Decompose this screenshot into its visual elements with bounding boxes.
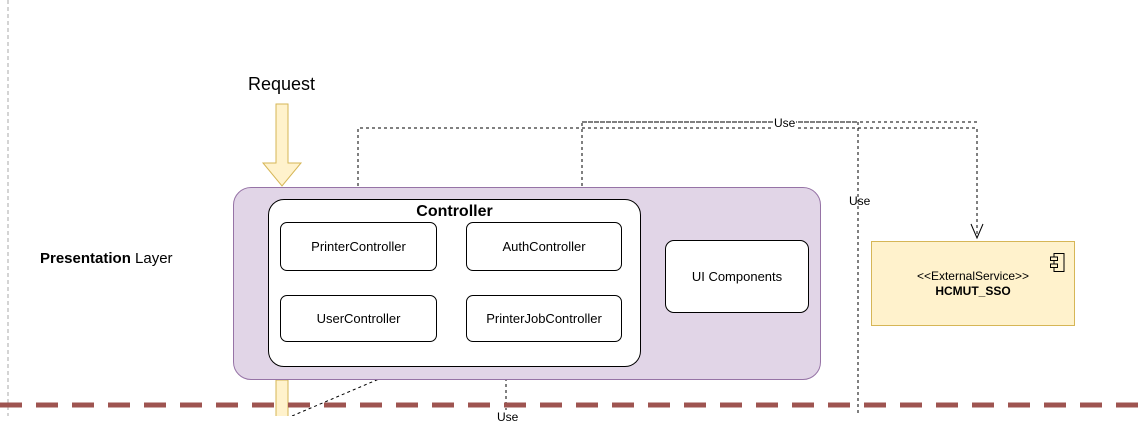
printer-controller-label: PrinterController [311,239,406,254]
component-icon [1050,253,1065,272]
printer-job-controller-box[interactable]: PrinterJobController [466,295,622,342]
ui-components-box[interactable]: UI Components [665,240,809,313]
use-edge-label-right: Use [849,194,871,208]
presentation-layer-name-bold: Presentation [40,250,131,267]
use-dependency-line-top [357,127,978,236]
user-controller-label: UserController [316,311,401,326]
external-service-box[interactable]: <<ExternalService>> HCMUT_SSO [871,241,1075,326]
auth-controller-label: AuthController [502,239,586,254]
use-edge-label-top: Use [773,116,797,130]
printer-job-controller-label: PrinterJobController [486,311,602,326]
external-service-stereotype: <<ExternalService>> [916,268,1030,283]
user-controller-box[interactable]: UserController [280,295,437,342]
presentation-layer-label: Presentation Layer [40,250,173,267]
request-arrow [261,103,303,187]
use-dependency-line-right [582,121,859,416]
use-edge-label-bottom: Use [496,410,520,424]
printer-controller-box[interactable]: PrinterController [280,222,437,271]
use-arrowhead [970,223,984,240]
request-label: Request [248,74,316,94]
external-service-name: HCMUT_SSO [935,283,1011,298]
ui-components-label: UI Components [691,269,783,284]
controller-title: Controller [416,203,493,220]
auth-controller-box[interactable]: AuthController [466,222,622,271]
lower-arrow-shaft [275,379,289,416]
presentation-layer-name-rest: Layer [130,250,173,267]
